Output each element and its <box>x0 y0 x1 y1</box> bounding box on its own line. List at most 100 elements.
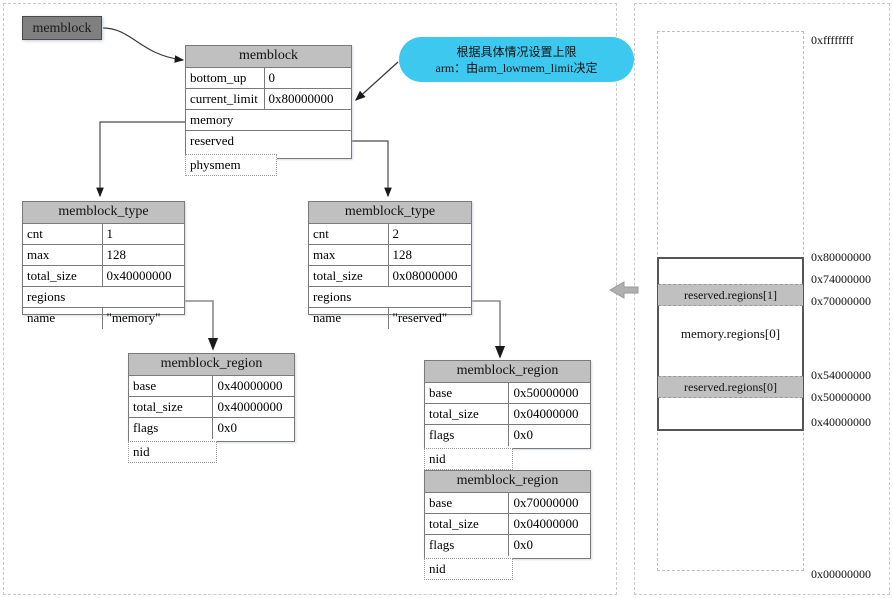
field-value <box>265 110 351 130</box>
reserved-region-1-header: memblock_region <box>425 471 590 493</box>
callout-line-2: arm：由arm_lowmem_limit决定 <box>435 60 598 75</box>
field-key: flags <box>129 418 214 439</box>
addr-label: 0x70000000 <box>811 294 871 308</box>
field-key: total_size <box>425 514 510 534</box>
field-key: name <box>309 308 389 329</box>
addr-label: 0x00000000 <box>811 567 871 581</box>
left-diagram-panel <box>3 3 617 595</box>
table-row: base 0x70000000 <box>425 493 590 514</box>
memblock-struct-header: memblock <box>186 46 351 68</box>
table-row: reserved <box>186 131 351 152</box>
field-key: cnt <box>309 224 389 244</box>
field-value <box>265 131 351 152</box>
table-row: max 128 <box>309 245 471 266</box>
memory-region-0-header: memblock_region <box>129 354 294 376</box>
table-row: flags 0x0 <box>129 418 294 439</box>
addr-label: 0x80000000 <box>811 250 871 264</box>
table-row: total_size 0x08000000 <box>309 266 471 287</box>
table-row: regions <box>309 287 471 308</box>
reserved-region-1-nid-row: nid <box>424 558 513 580</box>
field-value: 1 <box>106 226 114 241</box>
field-key: reserved <box>190 133 235 148</box>
field-key: total_size <box>309 266 389 286</box>
field-key: base <box>425 383 510 403</box>
callout-line-1: 根据具体情况设置上限 <box>456 44 577 59</box>
table-row: name "reserved" <box>309 308 471 329</box>
table-row: flags 0x0 <box>425 425 590 446</box>
table-row: memory <box>186 110 351 131</box>
field-value: 0x70000000 <box>513 495 579 510</box>
memblock-title-chip: memblock <box>22 16 102 40</box>
field-key: flags <box>425 535 510 556</box>
table-row: total_size 0x04000000 <box>425 404 590 425</box>
addr-label: 0x50000000 <box>811 390 871 404</box>
field-key: regions <box>27 289 66 304</box>
field-value: 0x40000000 <box>217 378 283 393</box>
table-row: total_size 0x40000000 <box>129 397 294 418</box>
field-value: 0x0 <box>513 537 533 552</box>
memory-type-table: memblock_type cnt 1 max 128 total_size 0… <box>22 201 185 329</box>
right-memory-map-panel <box>634 3 890 595</box>
field-key: nid <box>429 451 446 466</box>
field-value: 0x0 <box>217 420 237 435</box>
callout-bubble: 根据具体情况设置上限 arm：由arm_lowmem_limit决定 <box>399 37 634 82</box>
memory-region-0-table: memblock_region base 0x40000000 total_si… <box>128 353 295 442</box>
table-row: cnt 1 <box>23 224 184 245</box>
field-key: physmem <box>190 157 241 172</box>
field-value: "reserved" <box>392 310 448 325</box>
reserved-type-header: memblock_type <box>309 202 471 224</box>
table-row: base 0x40000000 <box>129 376 294 397</box>
field-value <box>389 287 471 307</box>
table-row: base 0x50000000 <box>425 383 590 404</box>
table-row: flags 0x0 <box>425 535 590 556</box>
table-row: cnt 2 <box>309 224 471 245</box>
field-value <box>103 287 185 307</box>
field-key: bottom_up <box>186 68 265 88</box>
map-band-reserved-0: reserved.regions[0] <box>658 376 803 398</box>
reserved-region-0-header: memblock_region <box>425 361 590 383</box>
field-value: 0 <box>268 70 276 85</box>
map-band-memory-0: memory.regions[0] <box>680 326 781 341</box>
field-value: 0x80000000 <box>268 91 334 106</box>
field-value: 128 <box>392 247 413 262</box>
field-value: 0x04000000 <box>513 516 579 531</box>
field-key: flags <box>425 425 510 446</box>
table-row: bottom_up 0 <box>186 68 351 89</box>
field-key: total_size <box>425 404 510 424</box>
memblock-physmem-row: physmem <box>185 154 277 176</box>
field-value: "memory" <box>106 310 161 325</box>
memblock-struct-table: memblock bottom_up 0 current_limit 0x800… <box>185 45 352 159</box>
table-row: regions <box>23 287 184 308</box>
addr-label: 0x74000000 <box>811 272 871 286</box>
map-band-reserved-1: reserved.regions[1] <box>658 284 803 306</box>
memory-type-header: memblock_type <box>23 202 184 224</box>
field-key: current_limit <box>186 89 265 109</box>
addr-label: 0x54000000 <box>811 368 871 382</box>
field-key: nid <box>133 444 150 459</box>
table-row: name "memory" <box>23 308 184 329</box>
field-key: name <box>23 308 103 329</box>
field-key: cnt <box>23 224 103 244</box>
field-key: memory <box>190 112 234 127</box>
reserved-region-1-table: memblock_region base 0x70000000 total_si… <box>424 470 591 559</box>
field-key: max <box>309 245 389 265</box>
table-row: total_size 0x40000000 <box>23 266 184 287</box>
addr-label: 0xffffffff <box>811 33 854 47</box>
table-row: current_limit 0x80000000 <box>186 89 351 110</box>
field-value: 0x08000000 <box>392 268 458 283</box>
reserved-region-0-nid-row: nid <box>424 448 513 470</box>
field-key: nid <box>429 561 446 576</box>
reserved-type-table: memblock_type cnt 2 max 128 total_size 0… <box>308 201 472 329</box>
field-key: total_size <box>23 266 103 286</box>
field-value: 0x40000000 <box>106 268 172 283</box>
field-key: regions <box>313 289 352 304</box>
reserved-region-0-table: memblock_region base 0x50000000 total_si… <box>424 360 591 449</box>
field-value: 0x50000000 <box>513 385 579 400</box>
memory-region-0-nid-row: nid <box>128 441 217 463</box>
field-key: max <box>23 245 103 265</box>
addr-label: 0x40000000 <box>811 415 871 429</box>
field-value: 0x40000000 <box>217 399 283 414</box>
field-key: base <box>129 376 214 396</box>
field-value: 2 <box>392 226 400 241</box>
field-value: 0x0 <box>513 427 533 442</box>
